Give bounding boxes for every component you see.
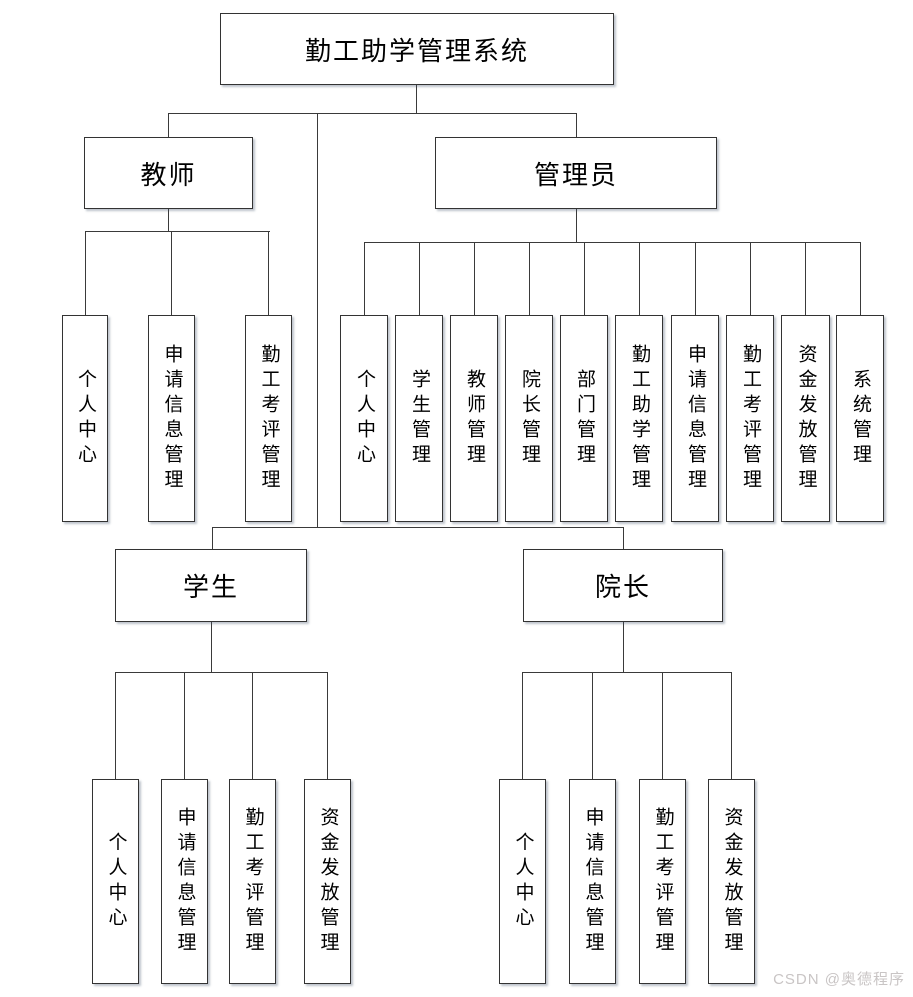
- connector-dean-drop: [623, 527, 624, 549]
- node-label: 资金发放管理: [795, 343, 817, 494]
- connector-dean-child-drop: [662, 672, 663, 779]
- connector-admin-child-drop: [529, 242, 530, 315]
- connector-student-out: [211, 622, 212, 672]
- node-label: 申请信息管理: [174, 806, 196, 957]
- node-student-child-2: 勤工考评管理: [229, 779, 276, 984]
- node-label: 勤工助学管理: [628, 343, 650, 494]
- node-admin-child-2: 教师管理: [450, 315, 498, 522]
- node-label: 勤工考评管理: [739, 343, 761, 494]
- node-label: 院长管理: [518, 368, 540, 469]
- connector-student-child-drop: [184, 672, 185, 779]
- node-admin-child-1: 学生管理: [395, 315, 443, 522]
- node-dean: 院长: [523, 549, 723, 622]
- node-teacher: 教师: [84, 137, 253, 209]
- node-teacher-child-2: 勤工考评管理: [245, 315, 292, 522]
- node-label: 申请信息管理: [582, 806, 604, 957]
- connector-student-child-drop: [327, 672, 328, 779]
- node-student-child-1: 申请信息管理: [161, 779, 208, 984]
- node-label: 学生管理: [408, 368, 430, 469]
- connector-admin-child-drop: [584, 242, 585, 315]
- node-label: 个人中心: [74, 368, 96, 469]
- connector-teacher-rail: [85, 231, 270, 232]
- connector-dean-rail: [522, 672, 732, 673]
- node-label: 教师管理: [463, 368, 485, 469]
- connector-admin-child-drop: [419, 242, 420, 315]
- connector-teacher-child-drop: [171, 231, 172, 315]
- node-label: 资金发放管理: [317, 806, 339, 957]
- connector-admin-drop: [576, 113, 577, 138]
- node-label: 系统管理: [849, 368, 871, 469]
- node-admin-child-4: 部门管理: [560, 315, 608, 522]
- connector-dean-child-drop: [592, 672, 593, 779]
- node-label: 部门管理: [573, 368, 595, 469]
- node-admin-child-8: 资金发放管理: [781, 315, 830, 522]
- node-admin-child-5: 勤工助学管理: [615, 315, 663, 522]
- node-student: 学生: [115, 549, 307, 622]
- connector-teacher-child-drop: [85, 231, 86, 315]
- connector-level1-rail: [168, 113, 577, 114]
- connector-admin-child-drop: [695, 242, 696, 315]
- node-admin-child-6: 申请信息管理: [671, 315, 719, 522]
- connector-lower-rail: [212, 527, 624, 528]
- connector-admin-child-drop: [474, 242, 475, 315]
- connector-admin-rail: [364, 242, 861, 243]
- connector-admin-child-drop: [805, 242, 806, 315]
- node-teacher-child-0: 个人中心: [62, 315, 108, 522]
- node-admin: 管理员: [435, 137, 717, 209]
- node-dean-child-3: 资金发放管理: [708, 779, 755, 984]
- node-student-label: 学生: [182, 572, 239, 602]
- node-label: 勤工考评管理: [652, 806, 674, 957]
- node-student-child-3: 资金发放管理: [304, 779, 351, 984]
- node-admin-child-3: 院长管理: [505, 315, 553, 522]
- node-dean-child-0: 个人中心: [499, 779, 546, 984]
- node-dean-child-2: 勤工考评管理: [639, 779, 686, 984]
- node-teacher-label: 教师: [140, 159, 197, 190]
- connector-lower-branch-trunk: [317, 113, 318, 527]
- node-admin-child-7: 勤工考评管理: [726, 315, 774, 522]
- connector-dean-child-drop: [522, 672, 523, 779]
- connector-student-rail: [115, 672, 328, 673]
- connector-admin-child-drop: [860, 242, 861, 315]
- node-label: 勤工考评管理: [242, 806, 264, 957]
- connector-student-child-drop: [115, 672, 116, 779]
- connector-teacher-drop: [168, 113, 169, 138]
- node-label: 个人中心: [105, 831, 127, 932]
- node-root-label: 勤工助学管理系统: [304, 35, 529, 66]
- node-admin-child-9: 系统管理: [836, 315, 884, 522]
- connector-teacher-out: [168, 209, 169, 231]
- connector-root-drop: [416, 85, 417, 113]
- connector-admin-child-drop: [364, 242, 365, 315]
- node-admin-label: 管理员: [533, 159, 618, 190]
- node-teacher-child-1: 申请信息管理: [148, 315, 195, 522]
- node-admin-child-0: 个人中心: [340, 315, 388, 522]
- csdn-watermark: CSDN @奥德程序: [773, 971, 905, 988]
- connector-admin-out: [576, 209, 577, 242]
- connector-teacher-child-drop: [268, 231, 269, 315]
- connector-dean-out: [623, 622, 624, 672]
- node-label: 资金发放管理: [721, 806, 743, 957]
- node-student-child-0: 个人中心: [92, 779, 139, 984]
- node-label: 申请信息管理: [684, 343, 706, 494]
- connector-admin-child-drop: [639, 242, 640, 315]
- node-root: 勤工助学管理系统: [220, 13, 614, 85]
- node-label: 个人中心: [512, 831, 534, 932]
- node-label: 勤工考评管理: [258, 343, 280, 494]
- connector-student-drop: [212, 527, 213, 549]
- connector-dean-child-drop: [731, 672, 732, 779]
- node-dean-child-1: 申请信息管理: [569, 779, 616, 984]
- node-label: 个人中心: [353, 368, 375, 469]
- connector-admin-child-drop: [750, 242, 751, 315]
- node-dean-label: 院长: [594, 572, 651, 602]
- connector-student-child-drop: [252, 672, 253, 779]
- node-label: 申请信息管理: [161, 343, 183, 494]
